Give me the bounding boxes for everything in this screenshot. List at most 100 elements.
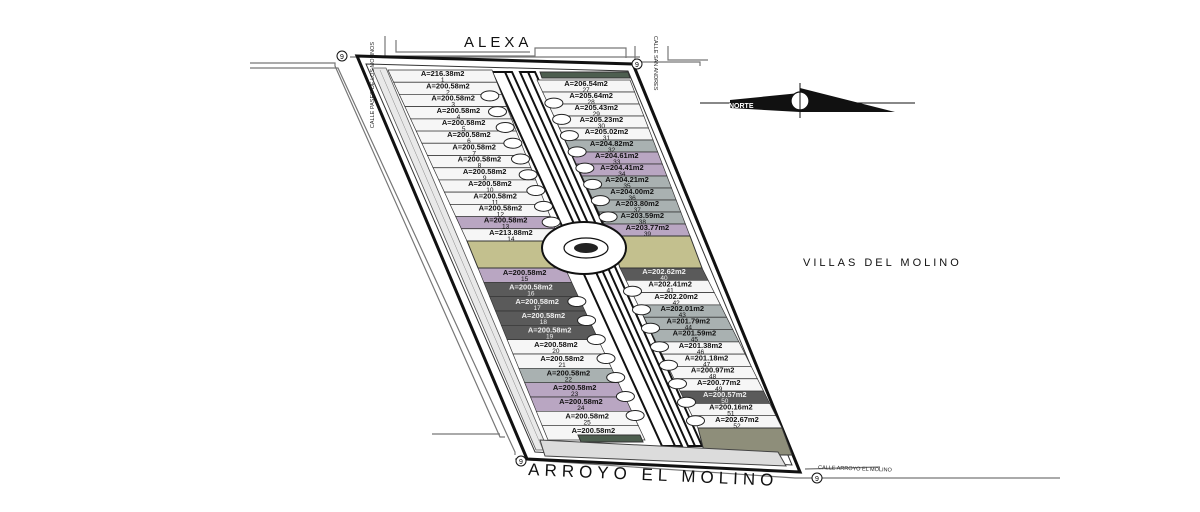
top-right-stub — [667, 46, 708, 61]
lot-area-label: A=200.58m2 — [540, 354, 584, 363]
lot-area-label: A=200.58m2 — [559, 397, 603, 406]
lot-area-label: A=200.58m2 — [479, 203, 523, 212]
lot-number-label: 44 — [685, 324, 693, 331]
lot-number-label: 18 — [540, 319, 548, 326]
bottom-access-strip — [539, 439, 787, 467]
lot-area-label: A=200.58m2 — [547, 369, 591, 378]
lot-area-label: A=200.57m2 — [703, 390, 747, 399]
tree-icon — [544, 97, 564, 109]
lot-number-label: 7 — [472, 150, 476, 157]
left-lower-lots: A=200.58m215A=200.58m216A=200.58m217A=20… — [477, 267, 646, 441]
marker-bottom-left-label: 9 — [519, 459, 523, 466]
bottom-right-road-curb — [804, 466, 881, 470]
tree-icon — [596, 353, 616, 364]
lot-area-label: A=200.58m2 — [534, 340, 578, 349]
lot-area-label: A=202.20m2 — [654, 292, 698, 301]
tree-icon — [567, 146, 587, 158]
lot-area-label: A=205.43m2 — [574, 103, 618, 112]
lot-area-label: A=205.64m2 — [569, 91, 613, 100]
lot-number-label: 41 — [666, 287, 674, 294]
lot-area-label: A=206.54m2 — [564, 79, 608, 88]
marker-top-left-label: 9 — [340, 54, 344, 61]
lot-area-label: A=201.38m2 — [679, 341, 723, 350]
lot-number-label: 52 — [733, 423, 741, 430]
lot-number-label: 15 — [521, 276, 529, 283]
lot-area-label: A=200.58m2 — [452, 142, 496, 151]
lot-number-label: 11 — [492, 199, 499, 206]
lot-area-label: A=203.80m2 — [615, 199, 659, 208]
lot-area-label: A=204.41m2 — [600, 163, 644, 172]
tree-icon — [632, 304, 651, 316]
bottom-road-curb — [514, 458, 1060, 479]
lot-area-label: A=200.58m2 — [503, 268, 547, 277]
tree-icon — [668, 378, 687, 390]
tree-icon — [623, 285, 642, 297]
lot-number-label: 34 — [618, 171, 626, 178]
lot-area-label: A=205.23m2 — [580, 115, 624, 124]
perimeter-strip-line — [379, 69, 544, 451]
lot-area-label: A=201.79m2 — [667, 316, 711, 325]
lot-number-label: 22 — [565, 377, 573, 384]
lot-area-label: A=200.58m2 — [515, 297, 559, 306]
roundabout — [541, 221, 627, 275]
outer-roads — [250, 36, 1060, 479]
tree-icon — [598, 211, 618, 223]
north-arrow-tail-icon — [730, 93, 800, 112]
tree-icon — [503, 137, 523, 149]
lot-number-label: 37 — [634, 207, 642, 214]
lot-number-label: 24 — [577, 405, 585, 412]
tree-icon — [659, 359, 678, 371]
lot-area-label: A=200.58m2 — [437, 106, 481, 115]
lot-area-label: A=201.59m2 — [673, 329, 717, 338]
tree-icon — [575, 162, 595, 174]
lot-number-label: 28 — [588, 99, 596, 106]
lot-number-label: 13 — [502, 224, 510, 231]
tree-icon — [625, 410, 645, 421]
lot-area-label: A=200.58m2 — [458, 155, 502, 164]
lot-area-label: A=200.58m2 — [484, 216, 528, 225]
lot-number-label: 12 — [497, 211, 505, 218]
tree-icon — [590, 195, 610, 207]
lot-number-label: 3 — [451, 102, 455, 109]
lot-area-label: A=200.58m2 — [431, 94, 475, 103]
lot-number-label: 4 — [457, 114, 461, 121]
marker-bottom-right-label: 9 — [815, 476, 819, 483]
lot-area-label: A=200.58m2 — [522, 311, 566, 320]
neighborhood-label: VILLAS DEL MOLINO — [803, 257, 962, 269]
lot-number-label: 39 — [644, 231, 652, 238]
lot-area-label: A=200.58m2 — [468, 179, 512, 188]
street-label-top-left-small: CALLE PASEO DE LOS MOLINOS — [370, 42, 376, 128]
tree-icon — [677, 396, 696, 408]
lot-area-label: A=216.38m2 — [421, 69, 465, 78]
tree-icon — [586, 334, 606, 345]
lot-area-label: A=200.58m2 — [473, 191, 517, 200]
left-road-curb — [250, 62, 505, 438]
left-road-inner-curb — [250, 67, 516, 455]
lot-number-label: 10 — [486, 187, 494, 194]
lot-area-label: A=200.58m2 — [553, 383, 597, 392]
lot-number-label: 47 — [703, 361, 711, 368]
street-trees — [480, 90, 705, 427]
lot-area-label: A=203.77m2 — [626, 223, 670, 232]
lot-number-label: 9 — [483, 175, 487, 182]
lot-number-label: 27 — [582, 87, 590, 94]
tree-icon — [686, 415, 705, 427]
lot-number-label: 6 — [467, 138, 471, 145]
lot-number-label: 17 — [534, 305, 542, 312]
